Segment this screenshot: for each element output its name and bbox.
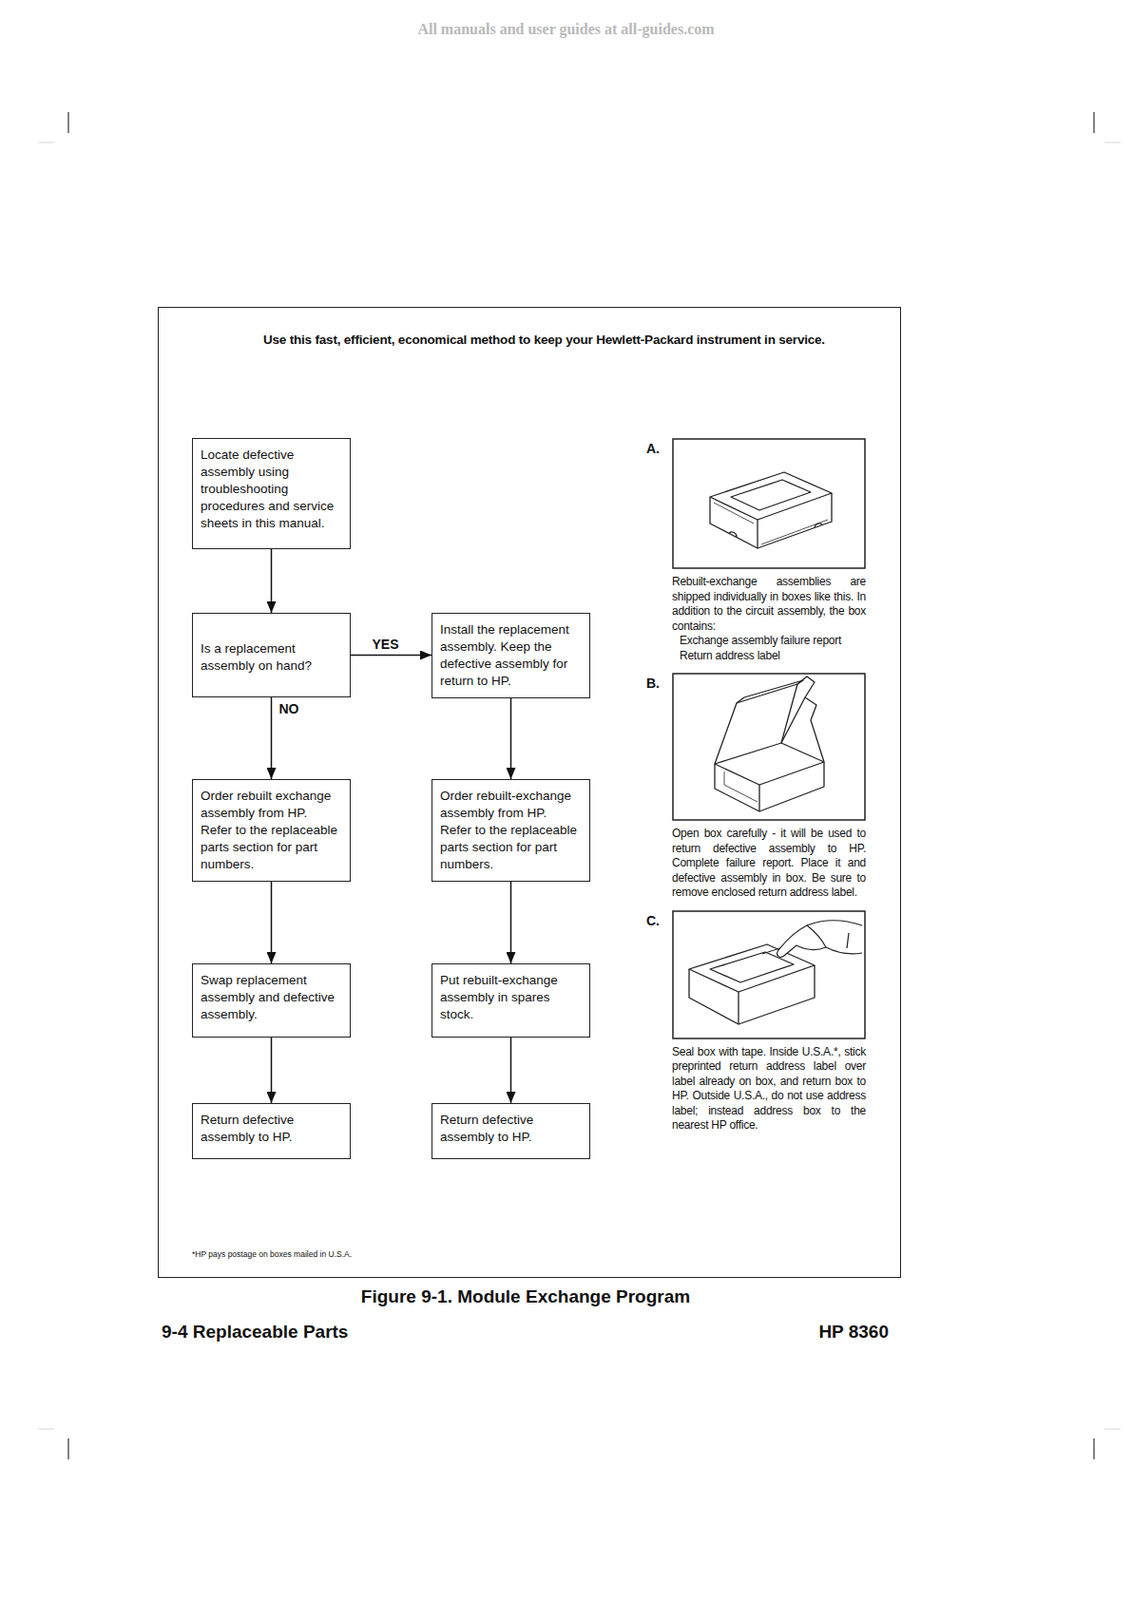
crop-tick — [1104, 1429, 1121, 1431]
open-box-picture — [671, 672, 866, 822]
panel-caption: Rebuilt-exchange assemblies are shipped … — [671, 575, 866, 634]
box-top — [709, 472, 832, 520]
process-box: Install the replacement assembly. Keep t… — [431, 613, 591, 699]
flow-arrow — [350, 654, 432, 657]
flow-arrow — [510, 882, 513, 964]
sealing-box-picture — [671, 910, 866, 1040]
crop-mark-ticks — [38, 142, 1121, 1430]
box-edge-line — [761, 519, 828, 545]
finger-line — [806, 925, 826, 948]
flow-arrow — [270, 549, 273, 614]
lid-tab — [797, 676, 815, 698]
process-box: Put rebuilt-exchange assembly in spares … — [431, 963, 591, 1038]
box-left-face — [709, 497, 758, 549]
figure-caption: Figure 9-1. Module Exchange Program — [285, 1286, 767, 1308]
side-flap — [781, 697, 825, 763]
panel-border — [672, 911, 865, 1039]
crop-mark — [1093, 112, 1094, 134]
box-text: Swap replacement assembly and defective … — [200, 972, 343, 1024]
box-left-face — [714, 764, 760, 812]
box-text: Install the replacement assembly. Keep t… — [440, 621, 582, 691]
box-text: Return defective assembly to HP. — [440, 1112, 582, 1147]
edge-label: NO — [277, 701, 302, 717]
box-right-face — [757, 493, 832, 549]
crop-tick — [1104, 142, 1121, 144]
panel-letter: A. — [646, 441, 660, 457]
page-footer: 9-4 Replaceable Parts — [161, 1322, 348, 1344]
box-drawing — [709, 472, 832, 549]
flow-arrow — [510, 698, 513, 780]
panel-letter: B. — [646, 675, 660, 691]
hand-outline — [777, 920, 863, 958]
box-left-face — [689, 969, 739, 1025]
illustration-panel: C. — [671, 910, 866, 1040]
decision-box: Is a replacement assembly on hand? — [191, 613, 351, 698]
box-lid — [714, 684, 798, 765]
panel-caption: Seal box with tape. Inside U.S.A.*, stic… — [671, 1045, 866, 1134]
footnote: *HP pays postage on boxes mailed in U.S.… — [191, 1249, 352, 1260]
page-footer: HP 8360 — [698, 1322, 889, 1344]
box-top — [689, 944, 815, 993]
flow-arrow — [510, 1037, 513, 1104]
process-box: Return defective assembly to HP. — [431, 1103, 591, 1160]
box-text: Is a replacement assembly on hand? — [200, 640, 343, 675]
illustration-column: A. Rebuilt-exchange assemblies are shipp… — [671, 438, 866, 1134]
address-label — [730, 479, 811, 511]
hand-drawing — [777, 920, 863, 958]
box-edge-line — [713, 502, 754, 524]
crop-mark — [67, 1438, 69, 1460]
flow-arrow — [270, 1037, 273, 1104]
panel-letter: C. — [646, 913, 660, 929]
panel-border — [672, 439, 865, 569]
panel-caption: Open box carefully - it will be used to … — [671, 826, 866, 902]
box-text: Order rebuilt-exchange assembly from HP.… — [440, 787, 582, 874]
figure-heading: Use this fast, efficient, economical met… — [263, 330, 834, 350]
crop-mark — [67, 112, 69, 134]
box-right-face — [759, 762, 825, 812]
box-text: Return defective assembly to HP. — [200, 1112, 343, 1147]
closed-box-picture — [671, 438, 866, 570]
edge-label: YES — [369, 636, 401, 653]
crop-mark — [1093, 1438, 1094, 1460]
box-drawing — [689, 937, 815, 1025]
crop-tick — [38, 142, 55, 144]
process-box: Order rebuilt-exchange assembly from HP.… — [431, 779, 591, 883]
box-drawing — [714, 676, 825, 812]
process-box: Locate defective assembly using troubles… — [191, 438, 351, 550]
box-text: Put rebuilt-exchange assembly in spares … — [440, 972, 582, 1024]
crop-mark-lines — [68, 112, 1094, 1460]
flow-arrow — [270, 882, 273, 964]
box-text: Order rebuilt exchange assembly from HP.… — [200, 787, 343, 874]
caption-item: Exchange assembly failure report — [671, 633, 866, 650]
box-right-face — [738, 965, 815, 1025]
finger-line — [846, 933, 849, 949]
illustration-panel: A. — [671, 438, 866, 570]
illustration-panel: B. — [671, 672, 866, 822]
process-box: Return defective assembly to HP. — [191, 1103, 351, 1160]
process-box: Order rebuilt exchange assembly from HP.… — [191, 779, 351, 883]
watermark: All manuals and user guides at all-guide… — [285, 20, 847, 39]
box-text: Locate defective assembly using troubles… — [200, 446, 343, 533]
inner-wall — [724, 771, 758, 803]
flow-arrow — [270, 697, 273, 780]
lid-edge — [736, 680, 804, 704]
box-notch — [814, 523, 823, 528]
caption-item: Return address label — [671, 649, 866, 665]
crop-tick — [38, 1429, 55, 1431]
box-notch — [729, 532, 737, 538]
process-box: Swap replacement assembly and defective … — [191, 963, 351, 1038]
box-opening — [714, 743, 825, 786]
panel-border — [672, 673, 865, 821]
